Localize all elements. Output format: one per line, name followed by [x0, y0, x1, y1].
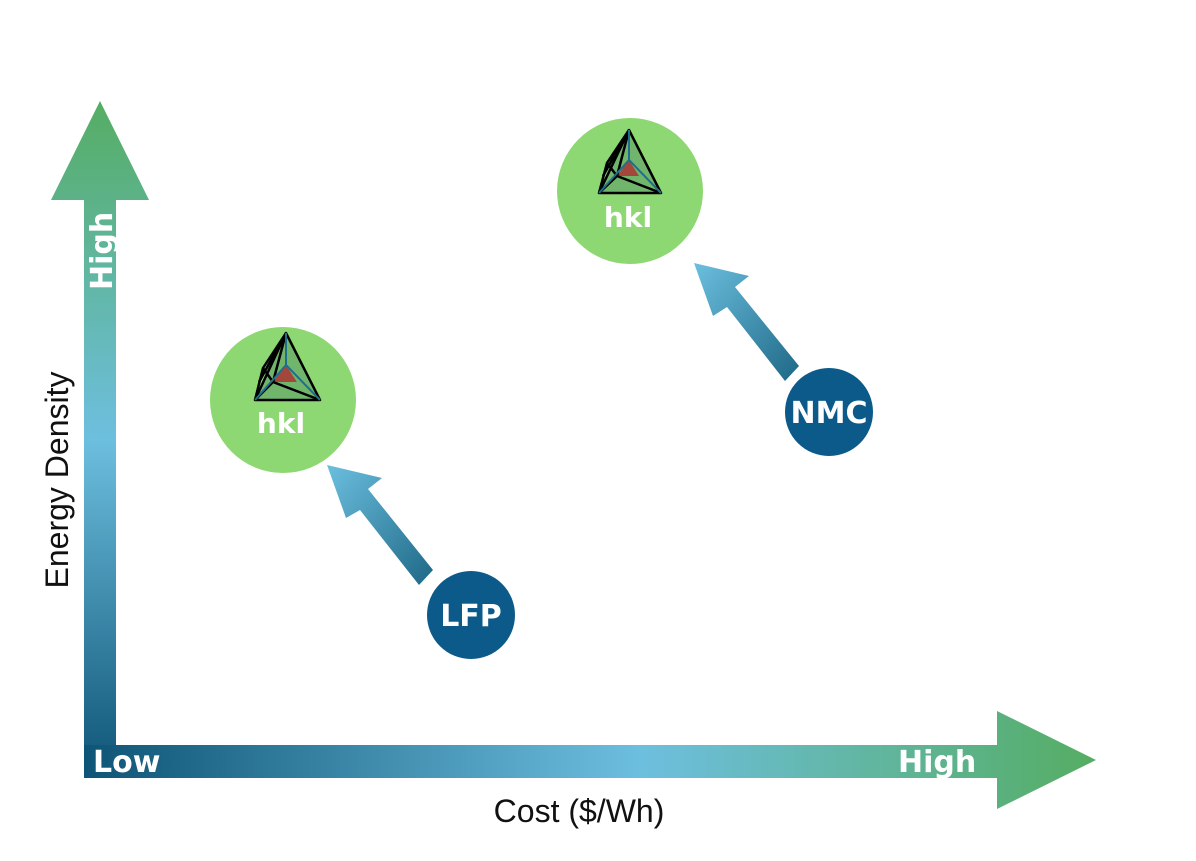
- nmc-hkl-label: hkl: [604, 201, 652, 234]
- x-axis-low-label: Low: [93, 745, 160, 780]
- nmc-label: NMC: [791, 396, 868, 431]
- crystal-tetrahedron-icon: [253, 331, 322, 402]
- y-axis: High Energy Density: [39, 101, 149, 778]
- y-axis-high-label: High: [85, 212, 120, 290]
- y-axis-arrow: [51, 101, 149, 778]
- crystal-tetrahedron-icon: [597, 128, 663, 195]
- nmc-hkl-circle: [557, 118, 703, 264]
- x-axis: Low High Cost ($/Wh): [84, 711, 1096, 829]
- nmc-improvement-arrow: [694, 263, 799, 381]
- x-axis-title: Cost ($/Wh): [494, 793, 665, 829]
- y-axis-title: Energy Density: [39, 372, 75, 589]
- lfp-improvement: LFP hkl: [210, 327, 515, 659]
- lfp-improvement-arrow: [327, 465, 433, 585]
- lfp-node: [427, 571, 515, 659]
- x-axis-high-label: High: [898, 745, 976, 780]
- nmc-improvement: NMC hkl: [557, 118, 873, 456]
- x-axis-arrow: [84, 711, 1096, 809]
- lfp-label: LFP: [440, 599, 502, 634]
- lfp-hkl-label: hkl: [257, 407, 305, 440]
- nmc-node: [785, 368, 873, 456]
